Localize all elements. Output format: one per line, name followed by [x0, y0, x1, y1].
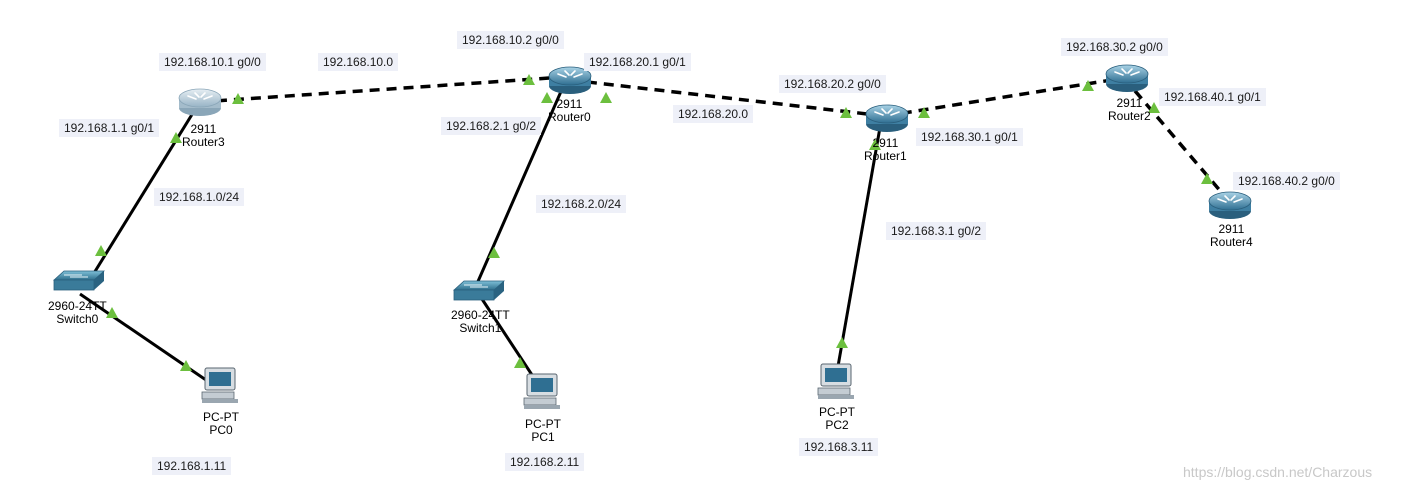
- router0-icon[interactable]: [548, 66, 592, 95]
- pc1-model: PC-PT: [525, 417, 561, 431]
- pc0-name: PC0: [209, 423, 233, 437]
- router0-g01-note: 192.168.20.1 g0/1: [584, 53, 691, 71]
- router2-name: Router2: [1108, 109, 1151, 123]
- router1-name: Router1: [864, 149, 907, 163]
- status-triangle: [170, 132, 182, 143]
- router0-caption: 2911 Router0: [548, 98, 591, 124]
- status-triangle: [918, 107, 930, 118]
- router3-model: 2911: [190, 122, 217, 136]
- network-1-note: 192.168.1.0/24: [154, 188, 245, 206]
- link-status-markers: [95, 74, 1213, 371]
- pc1-ip-note: 192.168.2.11: [505, 453, 585, 471]
- pc0-caption: PC-PT PC0: [203, 411, 239, 437]
- switch0-name: Switch0: [56, 312, 99, 326]
- pc2-caption: PC-PT PC2: [819, 406, 855, 432]
- router1-g02-note: 192.168.3.1 g0/2: [886, 222, 987, 240]
- router3-g00-note: 192.168.10.1 g0/0: [159, 53, 266, 71]
- switch1-icon[interactable]: [453, 280, 505, 301]
- status-triangle: [1201, 173, 1213, 184]
- pc1-name: PC1: [531, 430, 555, 444]
- router2-model: 2911: [1116, 96, 1143, 110]
- link-router3-router0: [199, 76, 551, 104]
- pc1-icon[interactable]: [523, 373, 561, 410]
- router3-icon[interactable]: [178, 88, 222, 117]
- router4-model: 2911: [1218, 222, 1245, 236]
- status-triangle: [869, 139, 881, 150]
- network-2-note: 192.168.2.0/24: [536, 195, 627, 213]
- router0-g02-note: 192.168.2.1 g0/2: [441, 117, 542, 135]
- status-triangle: [600, 92, 612, 103]
- router0-g00-note: 192.168.10.2 g0/0: [457, 31, 564, 49]
- pc0-model: PC-PT: [203, 410, 239, 424]
- router1-g01-note: 192.168.30.1 g0/1: [916, 128, 1023, 146]
- status-triangle: [541, 92, 553, 103]
- router4-icon[interactable]: [1208, 191, 1252, 220]
- pc0-ip-note: 192.168.1.11: [152, 457, 232, 475]
- router0-name: Router0: [548, 110, 591, 124]
- link-router1-pc2: [835, 115, 884, 373]
- switch0-caption: 2960-24TT Switch0: [48, 300, 107, 326]
- switch1-model: 2960-24TT: [451, 308, 510, 322]
- status-triangle: [106, 307, 118, 318]
- router0-model: 2911: [556, 97, 583, 111]
- status-triangle: [232, 93, 244, 104]
- status-triangle: [95, 245, 107, 256]
- pc0-icon[interactable]: [201, 367, 239, 404]
- link-router0-switch1: [474, 79, 568, 287]
- status-triangle: [180, 360, 192, 371]
- router4-caption: 2911 Router4: [1210, 223, 1253, 249]
- network-10-note: 192.168.10.0: [318, 53, 399, 71]
- network-20-note: 192.168.20.0: [673, 105, 754, 123]
- status-triangle: [514, 357, 526, 368]
- switch0-model: 2960-24TT: [48, 299, 107, 313]
- pc2-ip-note: 192.168.3.11: [799, 438, 879, 456]
- watermark-text: https://blog.csdn.net/Charzous: [1183, 464, 1373, 480]
- router2-g00-note: 192.168.30.2 g0/0: [1061, 38, 1168, 56]
- status-triangle: [488, 247, 500, 258]
- router3-g01-note: 192.168.1.1 g0/1: [59, 119, 160, 137]
- pc2-name: PC2: [825, 418, 849, 432]
- router3-name: Router3: [182, 135, 225, 149]
- link-switch1-pc1: [478, 295, 540, 385]
- switch0-icon[interactable]: [53, 270, 105, 291]
- router3-caption: 2911 Router3: [182, 123, 225, 149]
- status-triangle: [1148, 102, 1160, 113]
- router1-caption: 2911 Router1: [864, 137, 907, 163]
- link-router2-router4: [1122, 76, 1230, 202]
- router1-model: 2911: [872, 136, 899, 150]
- pc1-caption: PC-PT PC1: [525, 418, 561, 444]
- pc2-icon[interactable]: [817, 363, 855, 400]
- pc2-model: PC-PT: [819, 405, 855, 419]
- link-router0-router1: [569, 78, 886, 118]
- router2-icon[interactable]: [1105, 64, 1149, 93]
- router4-name: Router4: [1210, 235, 1253, 249]
- router2-g01-note: 192.168.40.1 g0/1: [1159, 88, 1266, 106]
- router2-caption: 2911 Router2: [1108, 97, 1151, 123]
- router1-icon[interactable]: [865, 104, 909, 133]
- status-triangle: [836, 337, 848, 348]
- switch1-caption: 2960-24TT Switch1: [451, 309, 510, 335]
- status-triangle: [523, 74, 535, 85]
- status-triangle: [840, 107, 852, 118]
- router1-g00-note: 192.168.20.2 g0/0: [779, 75, 886, 93]
- switch1-name: Switch1: [459, 321, 502, 335]
- status-triangle: [1082, 80, 1094, 91]
- router4-g00-note: 192.168.40.2 g0/0: [1233, 172, 1340, 190]
